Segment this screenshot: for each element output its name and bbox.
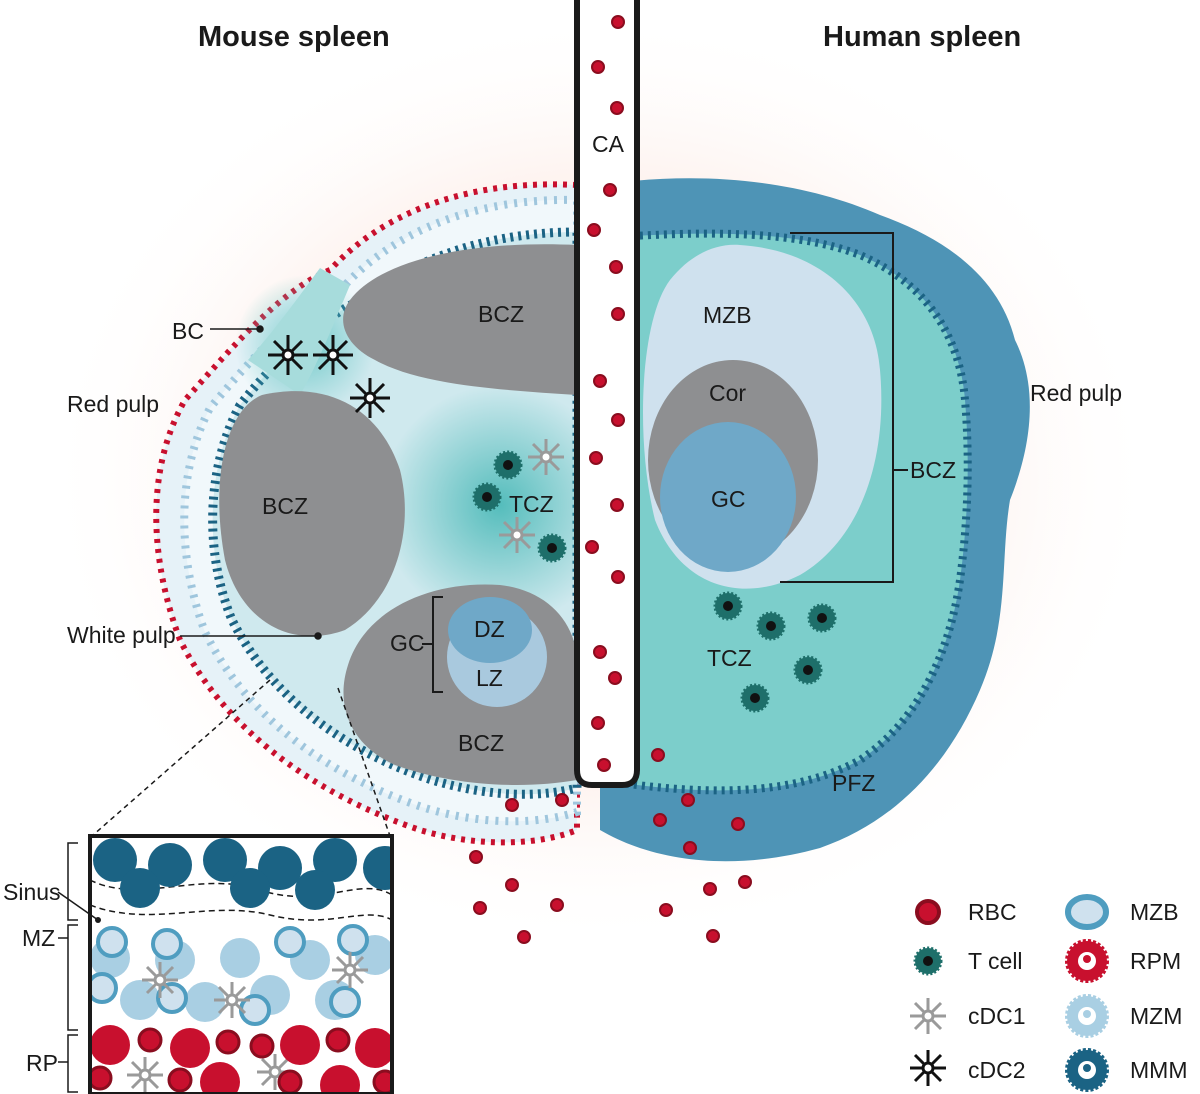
mzm-icon bbox=[1065, 994, 1109, 1038]
legend-item-rbc: RBC bbox=[915, 899, 1017, 925]
leader-lines bbox=[180, 325, 322, 640]
bridging-channel bbox=[248, 268, 350, 395]
legend-label-mmm: MMM bbox=[1130, 1057, 1187, 1083]
legend-label-mzb: MZB bbox=[1130, 899, 1179, 925]
marginal-zone-inset: Sinus MZ RP bbox=[3, 679, 394, 1094]
label-tcz-mouse: TCZ bbox=[509, 491, 554, 517]
legend-label-rpm: RPM bbox=[1130, 948, 1181, 974]
legend-label-mzm: MZM bbox=[1130, 1003, 1182, 1029]
label-bcz-bottom: BCZ bbox=[458, 730, 504, 756]
mouse-cdc2-cells bbox=[268, 335, 390, 418]
label-white-pulp: White pulp bbox=[67, 622, 176, 648]
central-artery bbox=[574, 0, 640, 788]
title-human-spleen: Human spleen bbox=[823, 21, 1021, 53]
mzb-icon bbox=[1065, 894, 1109, 930]
label-tcz-human: TCZ bbox=[707, 645, 752, 671]
mouse-bcz-top bbox=[343, 244, 577, 395]
inset-mmm-cells bbox=[93, 838, 392, 910]
label-gc-mouse: GC bbox=[390, 630, 425, 656]
mouse-spleen bbox=[153, 181, 620, 846]
inset-label-sinus: Sinus bbox=[3, 879, 61, 905]
label-bcz-left: BCZ bbox=[262, 493, 308, 519]
artery-rbc-cells bbox=[585, 15, 625, 772]
legend-label-cdc1: cDC1 bbox=[968, 1003, 1026, 1029]
legend-item-rpm: RPM bbox=[1065, 939, 1181, 983]
mouse-t-cells bbox=[472, 450, 567, 563]
label-lz: LZ bbox=[476, 665, 503, 691]
inset-rpm-cells bbox=[90, 1025, 392, 1094]
legend-item-mmm: MMM bbox=[1065, 1048, 1187, 1092]
human-bcz-bracket bbox=[780, 232, 908, 583]
label-dz: DZ bbox=[474, 616, 505, 642]
legend-label-cdc2: cDC2 bbox=[968, 1057, 1026, 1083]
legend-item-mzb: MZB bbox=[1065, 894, 1179, 930]
label-red-pulp-right: Red pulp bbox=[1030, 380, 1122, 406]
label-bcz-top: BCZ bbox=[478, 301, 524, 327]
title-mouse-spleen: Mouse spleen bbox=[198, 21, 390, 53]
cdc2-icon bbox=[910, 1050, 946, 1086]
legend-item-cdc2: cDC2 bbox=[910, 1050, 1026, 1086]
legend: RBC T cell cDC1 cDC2 bbox=[910, 894, 1187, 1092]
inset-label-rp: RP bbox=[26, 1050, 58, 1076]
inset-rbc-cells bbox=[90, 1027, 392, 1094]
legend-label-t-cell: T cell bbox=[968, 948, 1023, 974]
label-mzb: MZB bbox=[703, 302, 752, 328]
gc-bracket bbox=[422, 596, 443, 693]
label-bcz-human: BCZ bbox=[910, 457, 956, 483]
legend-item-cdc1: cDC1 bbox=[910, 998, 1026, 1034]
mouse-cdc1-cells bbox=[499, 439, 564, 553]
t-cell-icon bbox=[913, 946, 943, 976]
inset-label-mz: MZ bbox=[22, 925, 55, 951]
inset-cdc1-cells bbox=[127, 952, 368, 1093]
legend-item-mzm: MZM bbox=[1065, 994, 1182, 1038]
mouse-gc-dz bbox=[448, 597, 532, 663]
legend-item-t-cell: T cell bbox=[913, 946, 1023, 976]
rbc-icon bbox=[915, 899, 941, 925]
label-cor: Cor bbox=[709, 380, 746, 406]
mmm-icon bbox=[1065, 1048, 1109, 1092]
cdc1-icon bbox=[910, 998, 946, 1034]
label-ca: CA bbox=[592, 131, 625, 157]
mouse-bcz-left bbox=[219, 391, 405, 637]
label-pfz: PFZ bbox=[832, 770, 875, 796]
inset-mzb-cells bbox=[90, 924, 369, 1026]
label-red-pulp-left: Red pulp bbox=[67, 391, 159, 417]
label-gc-human: GC bbox=[711, 486, 746, 512]
released-rbc-cells bbox=[469, 748, 752, 944]
legend-label-rbc: RBC bbox=[968, 899, 1017, 925]
human-gc bbox=[660, 422, 796, 572]
human-spleen bbox=[596, 178, 1030, 862]
human-t-cells bbox=[713, 591, 837, 713]
rpm-icon bbox=[1065, 939, 1109, 983]
label-bc: BC bbox=[172, 318, 204, 344]
